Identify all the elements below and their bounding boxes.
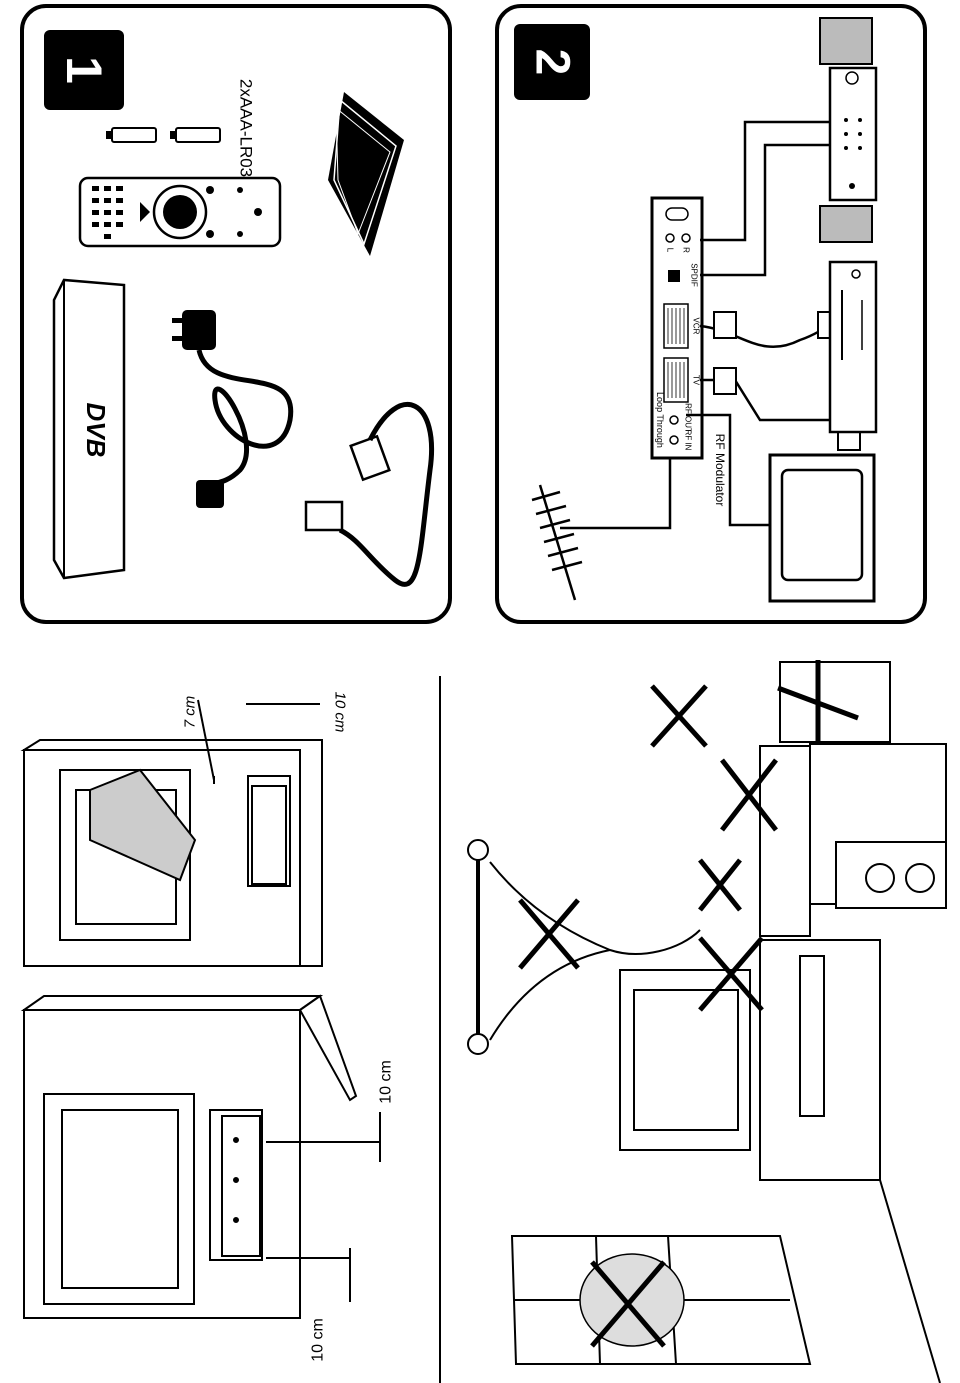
panel-package-contents: 1 DVB xyxy=(20,4,452,624)
audio-r-label: R xyxy=(682,247,691,253)
loop-through-label: Loop Through xyxy=(655,392,665,448)
audio-l-label: L xyxy=(666,248,675,253)
video-recorder xyxy=(828,260,878,434)
battery-label: 2xAAA-LR03 xyxy=(237,79,256,177)
receiver-rear-panel: Loop Through RF IN RF OUT TV VCR SPDIF L… xyxy=(650,196,704,460)
receiver-box: DVB xyxy=(52,278,126,580)
clearance-label-side-bottom: 10 cm xyxy=(332,692,349,733)
clearance-label-top-right: 10 cm xyxy=(310,1318,327,1362)
step-2-number: 2 xyxy=(526,49,579,76)
remote-control xyxy=(78,176,282,248)
hifi-amplifier xyxy=(819,17,878,243)
warning-crosses xyxy=(518,660,859,1348)
clearance-arrows-7cm xyxy=(197,699,320,784)
power-cord xyxy=(172,310,294,508)
cabinet-clearance-10cm xyxy=(20,994,358,1319)
rf-in-label: RF IN xyxy=(684,430,693,451)
scart-cable xyxy=(304,402,434,587)
panel-connections: 2 Loop Through RF IN RF OUT TV VC xyxy=(495,4,927,624)
vcr-port-label: VCR xyxy=(692,318,701,335)
spdif-label: SPDIF xyxy=(690,263,699,287)
clearance-label-top-left: 10 cm xyxy=(378,1060,395,1104)
antenna xyxy=(531,455,672,601)
clearance-arrows-10cm xyxy=(266,1112,381,1302)
tv-port-label: TV xyxy=(692,375,701,386)
clearance-label-side-top: 7 cm xyxy=(182,696,199,729)
television xyxy=(768,453,876,603)
cabinet-clearance-7cm xyxy=(20,739,323,967)
rf-out-label: RF OUT xyxy=(684,403,693,433)
room-warning-scene xyxy=(467,661,947,1365)
user-manual-booklet xyxy=(328,92,404,256)
rf-modulator-label: RF Modulator xyxy=(713,434,727,507)
batteries: 2xAAA-LR03 xyxy=(106,79,256,177)
floor-line xyxy=(879,1179,941,1383)
step-1-number: 1 xyxy=(56,56,112,84)
step-2-badge: 2 xyxy=(514,24,590,100)
receiver-logo: DVB xyxy=(81,403,111,458)
step-1-badge: 1 xyxy=(44,30,124,110)
